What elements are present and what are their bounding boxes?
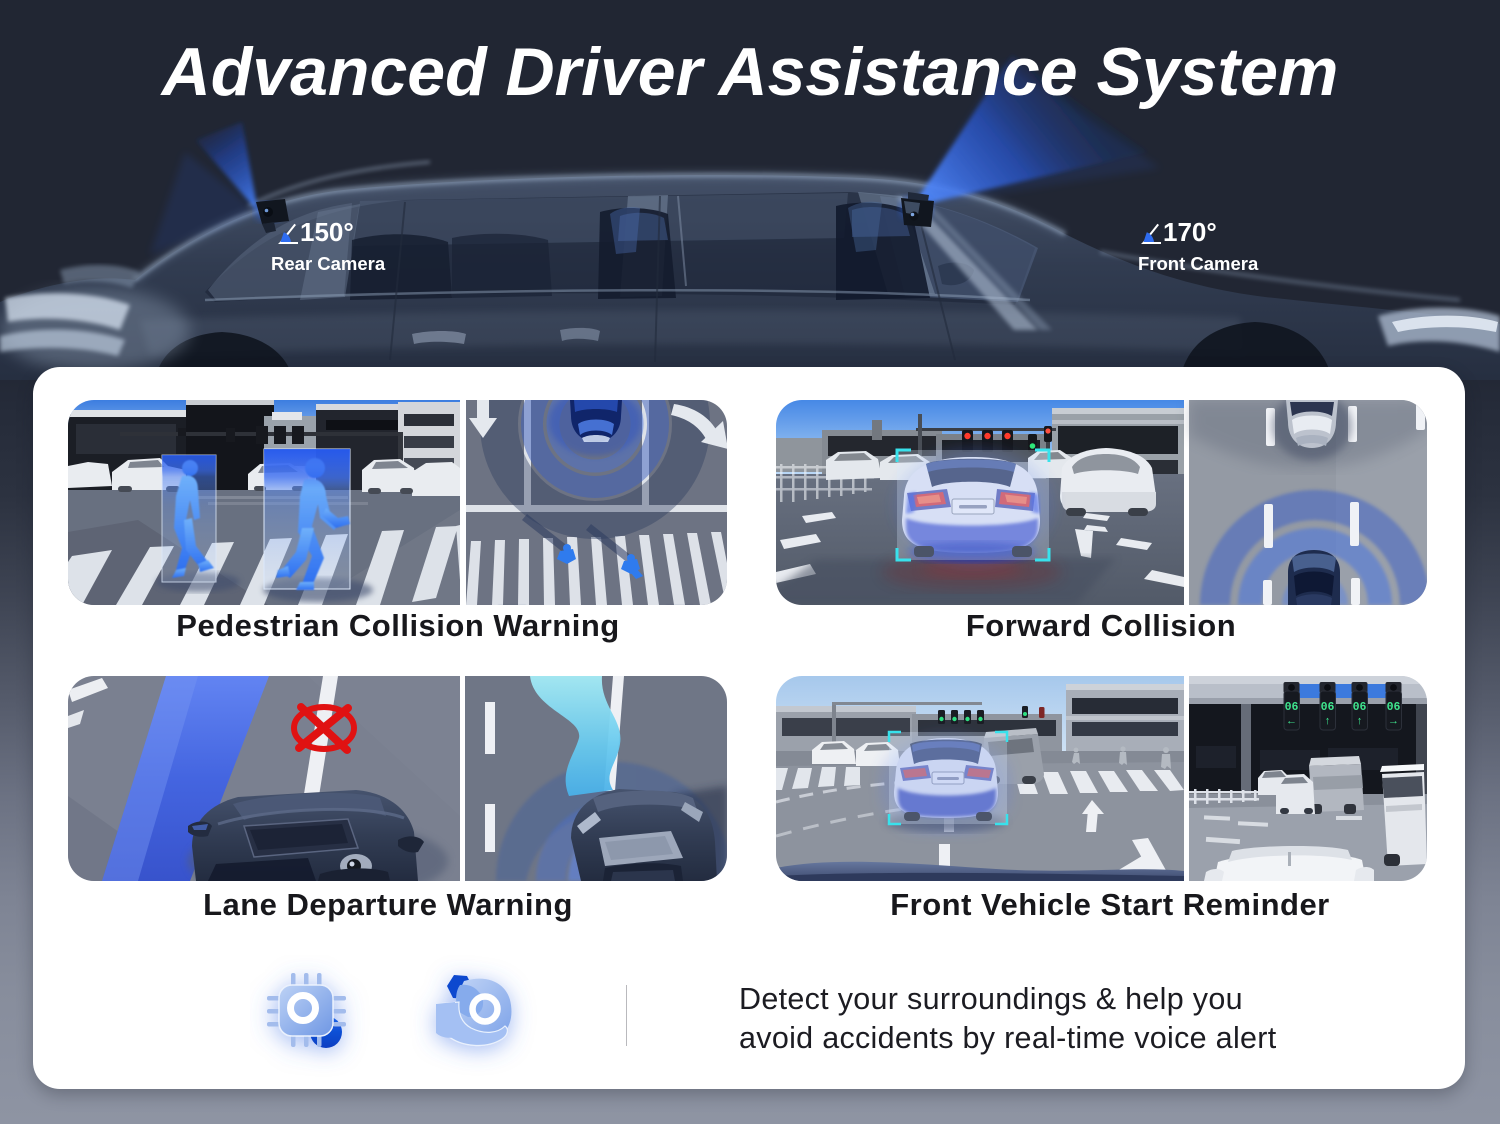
- svg-text:↑: ↑: [1325, 715, 1331, 727]
- svg-text:←: ←: [1286, 715, 1297, 727]
- svg-text:06: 06: [1387, 701, 1401, 714]
- svg-text:06: 06: [1285, 701, 1299, 714]
- svg-text:→: →: [1388, 715, 1399, 727]
- svg-text:↑: ↑: [1357, 715, 1363, 727]
- svg-text:06: 06: [1353, 701, 1367, 714]
- svg-text:06: 06: [1321, 701, 1335, 714]
